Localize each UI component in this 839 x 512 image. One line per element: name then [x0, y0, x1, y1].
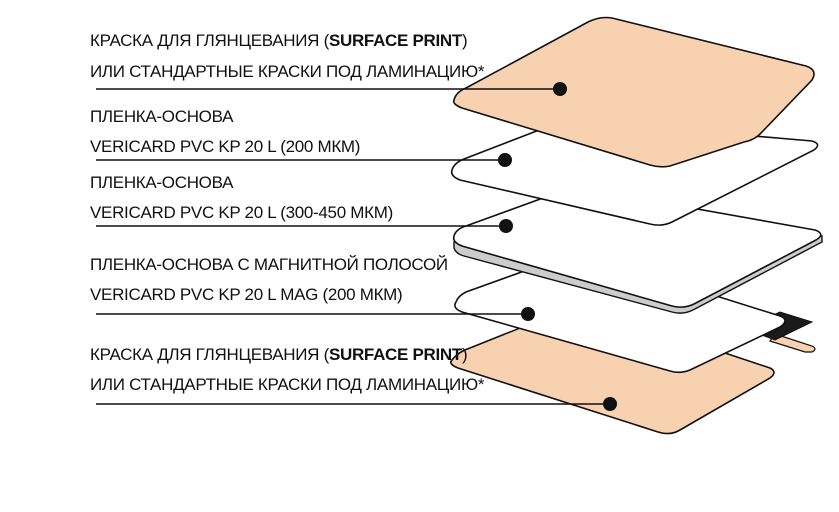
layer-4-label-line2: VERICARD PVC KP 20 L MAG (200 МКМ) [90, 285, 402, 304]
layer-4-magstripe-sheet [454, 252, 786, 374]
layer-3-label-line1: ПЛЕНКА-ОСНОВА [90, 173, 234, 192]
layer-5-label-line1: КРАСКА ДЛЯ ГЛЯНЦЕВАНИЯ (SURFACE PRINT) [90, 345, 467, 364]
layer-1-label-line1: КРАСКА ДЛЯ ГЛЯНЦЕВАНИЯ (SURFACE PRINT) [90, 31, 467, 50]
pointer-dot-5 [603, 397, 617, 411]
layer-2-label-line1: ПЛЕНКА-ОСНОВА [90, 107, 234, 126]
layer-1-label-line2: ИЛИ СТАНДАРТНЫЕ КРАСКИ ПОД ЛАМИНАЦИЮ* [90, 62, 485, 81]
pointer-dot-1 [553, 82, 567, 96]
layer-5-label-bold: SURFACE PRINT [329, 345, 463, 364]
pointer-dot-4 [521, 307, 535, 321]
layer-2-label-line2: VERICARD PVC KP 20 L (200 МКМ) [90, 137, 360, 156]
layer-4-label-line1: ПЛЕНКА-ОСНОВА С МАГНИТНОЙ ПОЛОСОЙ [90, 255, 448, 274]
layer-5-label-post: ) [462, 345, 467, 364]
pointer-dot-2 [498, 153, 512, 167]
layer-1-ink-sheet [452, 16, 815, 168]
layer-1-label-bold: SURFACE PRINT [329, 31, 463, 50]
layer-5-label-pre: КРАСКА ДЛЯ ГЛЯНЦЕВАНИЯ ( [90, 345, 330, 364]
layer-1-label-pre: КРАСКА ДЛЯ ГЛЯНЦЕВАНИЯ ( [90, 31, 330, 50]
layer-3-label-line2: VERICARD PVC KP 20 L (300-450 МКМ) [90, 203, 393, 222]
magstripe-tab [769, 333, 816, 353]
layer-5-label-line2: ИЛИ СТАНДАРТНЫЕ КРАСКИ ПОД ЛАМИНАЦИЮ* [90, 375, 485, 394]
layer-1-label-post: ) [462, 31, 467, 50]
pointer-dot-3 [499, 219, 513, 233]
layer-5-ink-sheet [450, 305, 775, 435]
